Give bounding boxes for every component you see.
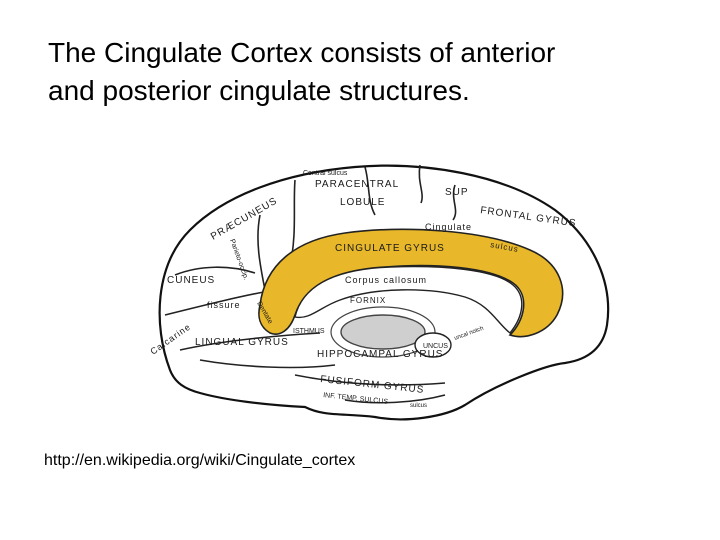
slide-title: The Cingulate Cortex consists of anterio… [48, 34, 688, 110]
label-fornix: FORNIX [350, 296, 386, 305]
label-fissure: fissure [207, 300, 241, 310]
sulci-lines [164, 164, 457, 404]
brain-medial-diagram: Central sulcus PARACENTRAL LOBULE SUP FR… [145, 155, 620, 430]
uncus-oval [414, 332, 452, 358]
inner-ring [330, 306, 436, 358]
label-isthmus: ISTHMUS [293, 328, 325, 335]
label-central-sulcus: Central sulcus [303, 170, 348, 177]
title-line-1: The Cingulate Cortex consists of anterio… [48, 37, 556, 68]
thalamus-oval [340, 314, 426, 350]
label-cuneus: CUNEUS [167, 275, 215, 286]
label-sulcus: sulcus [410, 403, 427, 409]
label-lingual-gyrus: LINGUAL GYRUS [195, 337, 289, 348]
hemisphere-outline [158, 164, 610, 421]
label-hippocampal-gyrus: HIPPOCAMPAL GYRUS [317, 349, 443, 360]
label-paracentral: PARACENTRAL [315, 179, 399, 190]
title-line-2: and posterior cingulate structures. [48, 75, 470, 106]
label-sup: SUP [445, 187, 469, 198]
label-lobule: LOBULE [340, 197, 385, 208]
cingulate-gyrus-region [258, 228, 564, 338]
label-corpus-callosum: Corpus callosum [345, 275, 427, 285]
label-cingulate-sulcus-1: Cingulate [425, 222, 472, 232]
source-url-caption[interactable]: http://en.wikipedia.org/wiki/Cingulate_c… [44, 452, 356, 469]
corpus-callosum [294, 265, 523, 334]
label-cingulate-gyrus: CINGULATE GYRUS [335, 243, 445, 254]
brain-svg: Central sulcus PARACENTRAL LOBULE SUP FR… [148, 164, 610, 421]
label-uncus: UNCUS [423, 343, 448, 350]
